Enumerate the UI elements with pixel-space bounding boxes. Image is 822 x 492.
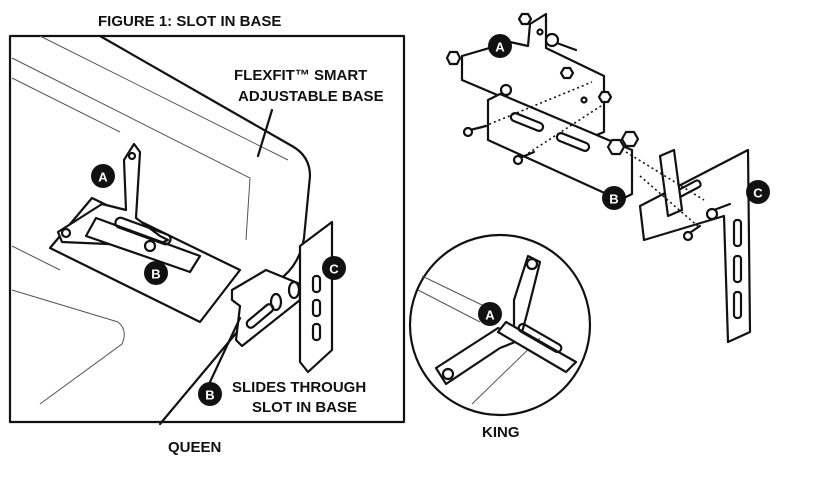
callout-c-exploded: C xyxy=(746,180,770,204)
callout-b-exploded: B xyxy=(602,186,626,210)
svg-text:B: B xyxy=(609,192,618,207)
callout-c-queen: C xyxy=(322,256,346,280)
king-inset-circle xyxy=(408,233,592,417)
base-label-line2: ADJUSTABLE BASE xyxy=(238,88,384,105)
callout-a-queen: A xyxy=(91,164,115,188)
bracket-b-sliding xyxy=(230,268,302,348)
svg-text:A: A xyxy=(485,308,495,323)
svg-text:C: C xyxy=(329,262,339,277)
base-label-line1: FLEXFIT™ SMART xyxy=(234,67,367,84)
queen-caption: QUEEN xyxy=(168,439,221,456)
base-outline xyxy=(98,34,312,426)
callout-a-exploded: A xyxy=(488,34,512,58)
king-inset: A xyxy=(408,233,592,417)
svg-text:A: A xyxy=(98,170,108,185)
bracket-c-queen xyxy=(298,220,334,374)
figure-title: FIGURE 1: SLOT IN BASE xyxy=(98,13,281,30)
bracket-b-exploded xyxy=(486,92,634,202)
callout-b-queen: B xyxy=(144,261,168,285)
svg-text:C: C xyxy=(753,186,763,201)
callout-b-sliding: B xyxy=(198,382,222,406)
svg-text:A: A xyxy=(495,40,505,55)
slides-label-line2: SLOT IN BASE xyxy=(252,399,357,416)
king-caption: KING xyxy=(482,424,520,441)
svg-text:B: B xyxy=(151,267,160,282)
queen-frame xyxy=(8,34,406,424)
svg-text:B: B xyxy=(205,388,214,403)
exploded-view: A B C xyxy=(445,12,770,344)
queen-panel: A B C B FLEXFIT™ SMART ADJUSTABLE BASE S… xyxy=(8,34,406,426)
slides-label-line1: SLIDES THROUGH xyxy=(232,379,366,396)
callout-a-king: A xyxy=(478,302,502,326)
base-slot-recess xyxy=(48,196,242,324)
